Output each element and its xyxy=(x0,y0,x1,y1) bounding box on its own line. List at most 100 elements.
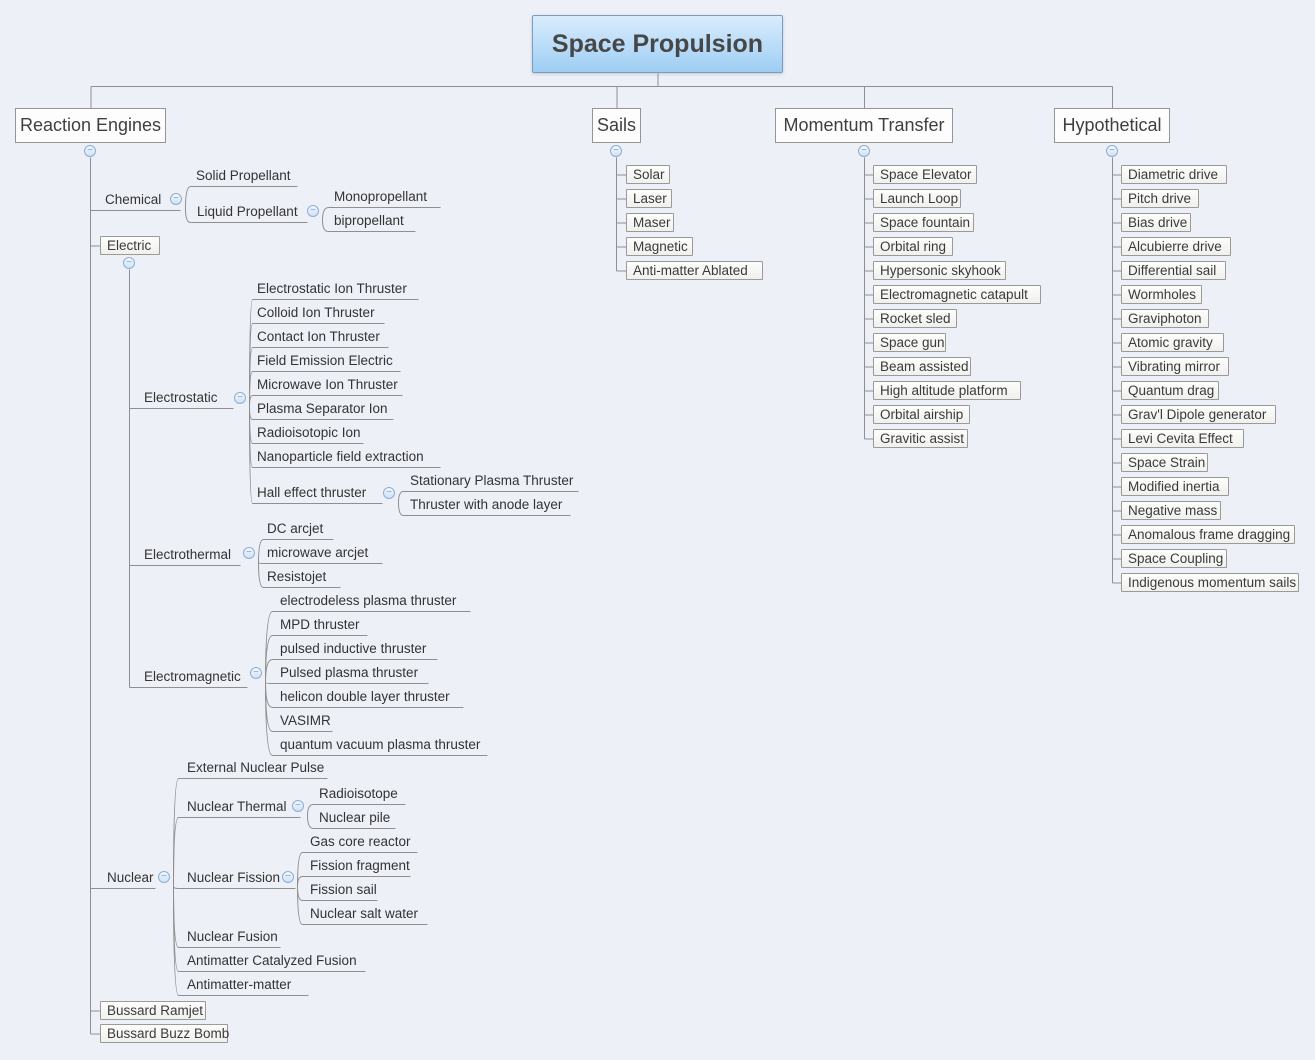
node-fission-sail[interactable]: Fission sail xyxy=(310,882,377,897)
node-bipropellant[interactable]: bipropellant xyxy=(334,213,404,228)
node-momentum-transfer[interactable]: Momentum Transfer xyxy=(775,108,953,143)
node-levi-cevita-effect[interactable]: Levi Cevita Effect xyxy=(1121,429,1244,448)
node-nuclear-salt-water[interactable]: Nuclear salt water xyxy=(310,906,419,921)
collapse-icon-nuclear-fission[interactable]: − xyxy=(282,871,294,883)
collapse-icon-chemical[interactable]: − xyxy=(170,193,182,205)
node-microwave-arcjet[interactable]: microwave arcjet xyxy=(267,545,369,560)
node-colloid-ion-thruster[interactable]: Colloid Ion Thruster xyxy=(257,305,375,320)
node-orbital-ring[interactable]: Orbital ring xyxy=(873,237,953,256)
node-external-nuclear-pulse[interactable]: External Nuclear Pulse xyxy=(187,760,325,775)
node-electromagnetic-catapult[interactable]: Electromagnetic catapult xyxy=(873,285,1041,304)
node-fission-fragment[interactable]: Fission fragment xyxy=(310,858,410,873)
node-launch-loop[interactable]: Launch Loop xyxy=(873,189,961,208)
collapse-icon-hypothetical[interactable]: − xyxy=(1106,145,1118,157)
node-resistojet[interactable]: Resistojet xyxy=(267,569,327,584)
node-pulsed-plasma-thruster[interactable]: Pulsed plasma thruster xyxy=(280,665,419,680)
node-mpd-thruster[interactable]: MPD thruster xyxy=(280,617,360,632)
node-solid-propellant[interactable]: Solid Propellant xyxy=(196,168,291,183)
node-antimatter-catalyzed-fusion[interactable]: Antimatter Catalyzed Fusion xyxy=(187,953,357,968)
node-space-fountain[interactable]: Space fountain xyxy=(873,213,974,232)
node-bias-drive[interactable]: Bias drive xyxy=(1121,213,1191,232)
node-solar[interactable]: Solar xyxy=(626,165,670,184)
node-gas-core-reactor[interactable]: Gas core reactor xyxy=(310,834,411,849)
node-microwave-ion-thruster[interactable]: Microwave Ion Thruster xyxy=(257,377,398,392)
node-differential-sail[interactable]: Differential sail xyxy=(1121,261,1226,280)
node-nuclear-pile[interactable]: Nuclear pile xyxy=(319,810,391,825)
node-space-strain[interactable]: Space Strain xyxy=(1121,453,1208,472)
node-quantum-vacuum-plasma-thruster[interactable]: quantum vacuum plasma thruster xyxy=(280,737,481,752)
edge xyxy=(249,407,253,504)
collapse-icon-hall-effect-thruster[interactable]: − xyxy=(383,487,395,499)
node-helicon-double-layer-thruster[interactable]: helicon double layer thruster xyxy=(280,689,450,704)
node-nuclear-fission[interactable]: Nuclear Fission xyxy=(187,870,281,885)
collapse-icon-momentum-transfer[interactable]: − xyxy=(858,145,870,157)
collapse-icon-nuclear[interactable]: − xyxy=(158,871,170,883)
node-field-emission-electric[interactable]: Field Emission Electric xyxy=(257,353,393,368)
node-stationary-plasma-thruster[interactable]: Stationary Plasma Thruster xyxy=(410,473,574,488)
node-hall-effect-thruster[interactable]: Hall effect thruster xyxy=(257,485,367,500)
collapse-icon-reaction-engines[interactable]: − xyxy=(84,145,96,157)
node-vibrating-mirror[interactable]: Vibrating mirror xyxy=(1121,357,1229,376)
node-wormholes[interactable]: Wormholes xyxy=(1121,285,1202,304)
node-pitch-drive[interactable]: Pitch drive xyxy=(1121,189,1199,208)
node-grav-l-dipole-generator[interactable]: Grav'l Dipole generator xyxy=(1121,405,1276,424)
node-plasma-separator-ion[interactable]: Plasma Separator Ion xyxy=(257,401,388,416)
node-nuclear-fusion[interactable]: Nuclear Fusion xyxy=(187,929,278,944)
node-liquid-propellant[interactable]: Liquid Propellant xyxy=(197,204,298,219)
node-contact-ion-thruster[interactable]: Contact Ion Thruster xyxy=(257,329,380,344)
node-modified-inertia[interactable]: Modified inertia xyxy=(1121,477,1229,496)
node-high-altitude-platform[interactable]: High altitude platform xyxy=(873,381,1021,400)
collapse-icon-nuclear-thermal[interactable]: − xyxy=(292,800,304,812)
node-bussard-ramjet[interactable]: Bussard Ramjet xyxy=(100,1001,206,1020)
node-radioisotopic-ion[interactable]: Radioisotopic Ion xyxy=(257,425,361,440)
node-chemical[interactable]: Chemical xyxy=(105,192,162,207)
node-antimatter-matter[interactable]: Antimatter-matter xyxy=(187,977,292,992)
node-electrostatic[interactable]: Electrostatic xyxy=(144,390,218,405)
node-nuclear-thermal[interactable]: Nuclear Thermal xyxy=(187,799,287,814)
collapse-icon-electrostatic[interactable]: − xyxy=(234,392,246,404)
node-hypothetical[interactable]: Hypothetical xyxy=(1054,108,1170,143)
collapse-icon-electric[interactable]: − xyxy=(123,257,135,269)
node-nuclear[interactable]: Nuclear xyxy=(107,870,154,885)
node-orbital-airship[interactable]: Orbital airship xyxy=(873,405,970,424)
collapse-icon-electromagnetic[interactable]: − xyxy=(250,667,262,679)
node-anomalous-frame-dragging[interactable]: Anomalous frame dragging xyxy=(1121,525,1295,544)
node-space-elevator[interactable]: Space Elevator xyxy=(873,165,977,184)
node-monopropellant[interactable]: Monopropellant xyxy=(334,189,428,204)
node-atomic-gravity[interactable]: Atomic gravity xyxy=(1121,333,1224,352)
node-diametric-drive[interactable]: Diametric drive xyxy=(1121,165,1227,184)
node-gravitic-assist[interactable]: Gravitic assist xyxy=(873,429,968,448)
node-alcubierre-drive[interactable]: Alcubierre drive xyxy=(1121,237,1231,256)
node-bussard-buzz-bomb[interactable]: Bussard Buzz Bomb xyxy=(100,1024,229,1043)
node-electrodeless-plasma-thruster[interactable]: electrodeless plasma thruster xyxy=(280,593,457,608)
node-pulsed-inductive-thruster[interactable]: pulsed inductive thruster xyxy=(280,641,427,656)
node-radioisotope[interactable]: Radioisotope xyxy=(319,786,398,801)
node-electric[interactable]: Electric xyxy=(100,236,160,255)
node-indigenous-momentum-sails[interactable]: Indigenous momentum sails xyxy=(1121,573,1299,592)
collapse-icon-liquid-propellant[interactable]: − xyxy=(307,205,319,217)
node-quantum-drag[interactable]: Quantum drag xyxy=(1121,381,1219,400)
node-reaction-engines[interactable]: Reaction Engines xyxy=(15,108,166,143)
node-dc-arcjet[interactable]: DC arcjet xyxy=(267,521,324,536)
node-nanoparticle-field-extraction[interactable]: Nanoparticle field extraction xyxy=(257,449,424,464)
collapse-icon-sails[interactable]: − xyxy=(610,145,622,157)
node-rocket-sled[interactable]: Rocket sled xyxy=(873,309,957,328)
node-electromagnetic[interactable]: Electromagnetic xyxy=(144,669,241,684)
node-maser[interactable]: Maser xyxy=(626,213,674,232)
node-electrothermal[interactable]: Electrothermal xyxy=(144,547,232,562)
node-hypersonic-skyhook[interactable]: Hypersonic skyhook xyxy=(873,261,1006,280)
node-anti-matter-ablated[interactable]: Anti-matter Ablated xyxy=(626,261,763,280)
node-sails[interactable]: Sails xyxy=(592,108,641,143)
node-electrostatic-ion-thruster[interactable]: Electrostatic Ion Thruster xyxy=(257,281,407,296)
node-graviphoton[interactable]: Graviphoton xyxy=(1121,309,1209,328)
node-laser[interactable]: Laser xyxy=(626,189,672,208)
node-beam-assisted[interactable]: Beam assisted xyxy=(873,357,971,376)
node-space-propulsion[interactable]: Space Propulsion xyxy=(532,15,783,73)
node-vasimr[interactable]: VASIMR xyxy=(280,713,331,728)
collapse-icon-electrothermal[interactable]: − xyxy=(243,547,255,559)
node-thruster-with-anode-layer[interactable]: Thruster with anode layer xyxy=(410,497,563,512)
node-negative-mass[interactable]: Negative mass xyxy=(1121,501,1221,520)
node-magnetic[interactable]: Magnetic xyxy=(626,237,693,256)
node-space-coupling[interactable]: Space Coupling xyxy=(1121,549,1227,568)
node-space-gun[interactable]: Space gun xyxy=(873,333,946,352)
